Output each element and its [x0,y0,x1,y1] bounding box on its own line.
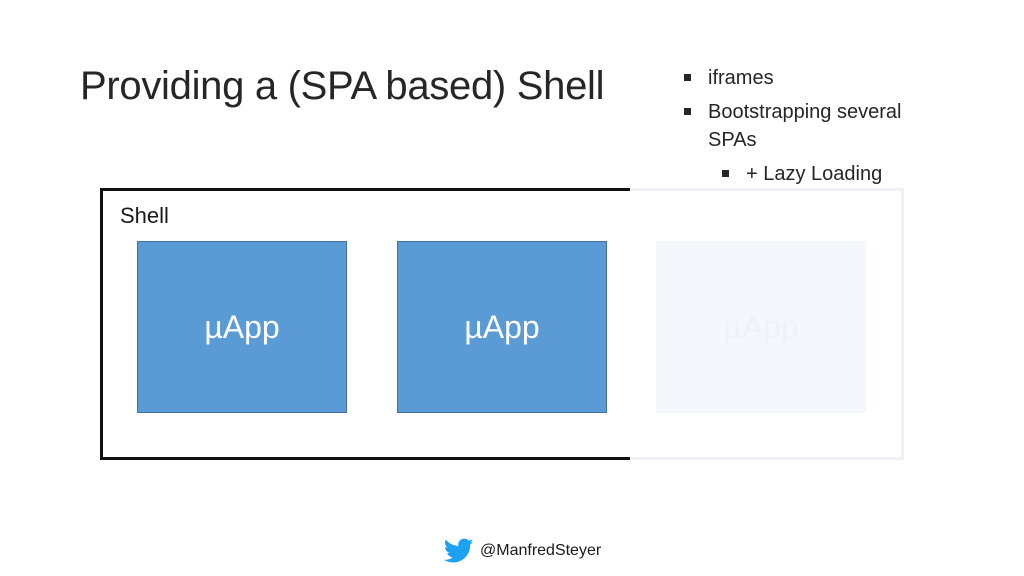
sub-bullet-text: + Lazy Loading [746,163,883,185]
twitter-bird-icon [444,538,474,563]
micro-app-label: µApp [723,308,799,345]
micro-app-box: µApp [137,241,347,413]
square-bullet-icon [722,170,729,177]
slide-title: Providing a (SPA based) Shell [80,64,605,108]
micro-app-label: µApp [204,308,280,345]
bullet-text: iframes [708,67,774,89]
bullet-item: Bootstrapping several SPAs [684,98,924,154]
square-bullet-icon [684,74,691,81]
twitter-handle[interactable]: @ManfredSteyer [480,542,602,559]
sub-bullet-item: + Lazy Loading [722,160,924,188]
micro-app-box-faded: µApp [656,241,866,413]
micro-app-box: µApp [397,241,607,413]
bullet-item: iframes [684,64,924,92]
micro-app-label: µApp [464,308,540,345]
footer: @ManfredSteyer [444,538,601,564]
shell-label: Shell [120,203,169,228]
shell-frame [100,188,630,460]
bullet-list: iframes Bootstrapping several SPAs + Laz… [684,64,924,188]
square-bullet-icon [684,108,691,115]
shell-frame-faded [630,188,904,460]
bullet-text: Bootstrapping several SPAs [708,101,902,151]
